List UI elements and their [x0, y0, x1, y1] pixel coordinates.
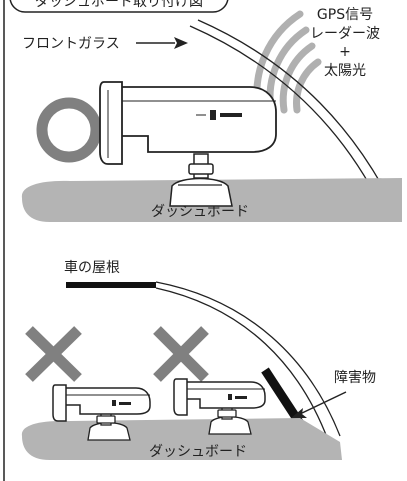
signal-line-plus: + — [339, 44, 351, 60]
dashboard-label-bottom: ダッシュボード — [149, 444, 247, 460]
cross-ng-icon-right — [153, 326, 209, 382]
roof-label: 車の屋根 — [64, 259, 120, 276]
dashboard-label-top: ダッシュボード — [151, 204, 249, 220]
signal-line-sun: 太陽光 — [324, 63, 366, 79]
windshield-label: フロントガラス — [22, 36, 120, 52]
obstacle-arrow — [291, 391, 347, 418]
header-title: ダッシュボード取り付け図 — [35, 0, 203, 10]
device-bottom-left — [52, 384, 151, 441]
signal-line-gps: GPS信号 — [317, 7, 373, 23]
signal-label: GPS信号 レーダー波 + 太陽光 — [310, 7, 380, 79]
windshield-bottom — [155, 281, 341, 441]
windshield-arrow — [136, 37, 188, 49]
header-banner: ダッシュボード取り付け図 — [9, 0, 229, 13]
signal-line-radar: レーダー波 — [310, 26, 380, 42]
circle-ok-icon — [36, 97, 102, 163]
device-bottom-right — [173, 378, 266, 435]
cross-ng-icon-left — [25, 326, 82, 382]
device-top — [99, 81, 277, 207]
obstacle-label: 障害物 — [334, 370, 376, 386]
